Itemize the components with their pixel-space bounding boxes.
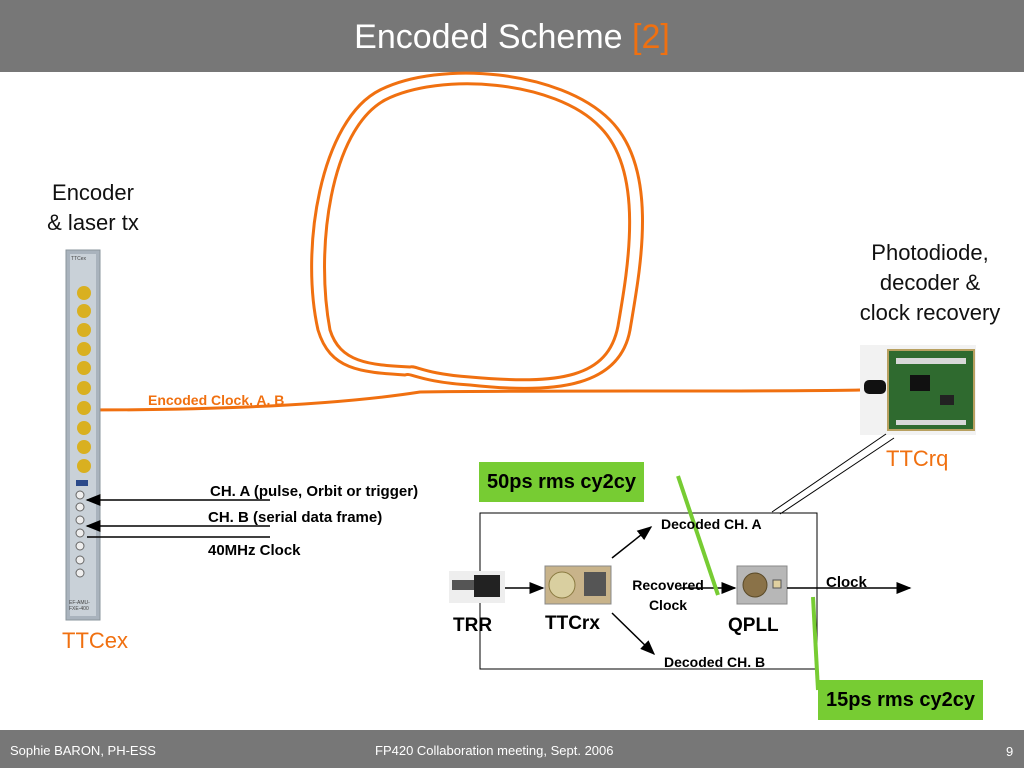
footer-bar: Sophie BARON, PH-ESS FP420 Collaboration… bbox=[0, 730, 1024, 768]
footer-event: FP420 Collaboration meeting, Sept. 2006 bbox=[375, 743, 614, 758]
ttcrx-label: TTCrx bbox=[545, 613, 600, 634]
clock-out-label: Clock bbox=[826, 574, 867, 591]
ttcrq-label: TTCrq bbox=[886, 446, 949, 471]
page-number: 9 bbox=[1006, 744, 1014, 759]
fiber-coil bbox=[310, 71, 644, 390]
decoded-b-label: Decoded CH. B bbox=[664, 654, 766, 670]
ch-b-label: CH. B (serial data frame) bbox=[208, 509, 383, 526]
title-text: Encoded Scheme bbox=[354, 18, 623, 56]
title-reference: [2] bbox=[632, 18, 670, 56]
qpll-label: QPLL bbox=[728, 615, 779, 636]
footer-author: Sophie BARON, PH-ESS bbox=[10, 743, 156, 758]
jitter-pointer-top bbox=[676, 475, 720, 596]
photodiode-label: Photodiode, decoder & clock recovery bbox=[859, 240, 1001, 325]
jitter-pointer-bottom bbox=[811, 596, 820, 691]
ttcex-panel-tag2: EF-AMU-FXE-400 bbox=[69, 600, 90, 612]
decoded-a-label: Decoded CH. A bbox=[661, 516, 762, 532]
qpll-component bbox=[736, 565, 788, 605]
ttcrq-board bbox=[860, 345, 976, 435]
ttcex-board bbox=[65, 249, 101, 621]
ttcex-panel-tag: TTCex bbox=[71, 256, 86, 262]
ch-a-label: CH. A (pulse, Orbit or trigger) bbox=[210, 483, 419, 500]
title-bar bbox=[0, 0, 1024, 72]
jitter-badge-top: 50ps rms cy2cy bbox=[479, 462, 645, 502]
trr-component bbox=[449, 571, 505, 603]
trr-label: TRR bbox=[453, 615, 493, 636]
slide-title: Encoded Scheme [2] bbox=[0, 18, 1024, 57]
fiber-label: Encoded Clock, A, B bbox=[148, 392, 285, 408]
jitter-badge-bottom: 15ps rms cy2cy bbox=[818, 680, 984, 720]
ttcex-label: TTCex bbox=[62, 628, 128, 653]
fiber-line bbox=[83, 388, 861, 412]
ttcrx-component bbox=[544, 565, 612, 605]
clock-label: 40MHz Clock bbox=[208, 542, 301, 559]
recovered-clock-label: Recovered Clock bbox=[632, 577, 704, 613]
encoder-label: Encoder & laser tx bbox=[47, 180, 139, 235]
